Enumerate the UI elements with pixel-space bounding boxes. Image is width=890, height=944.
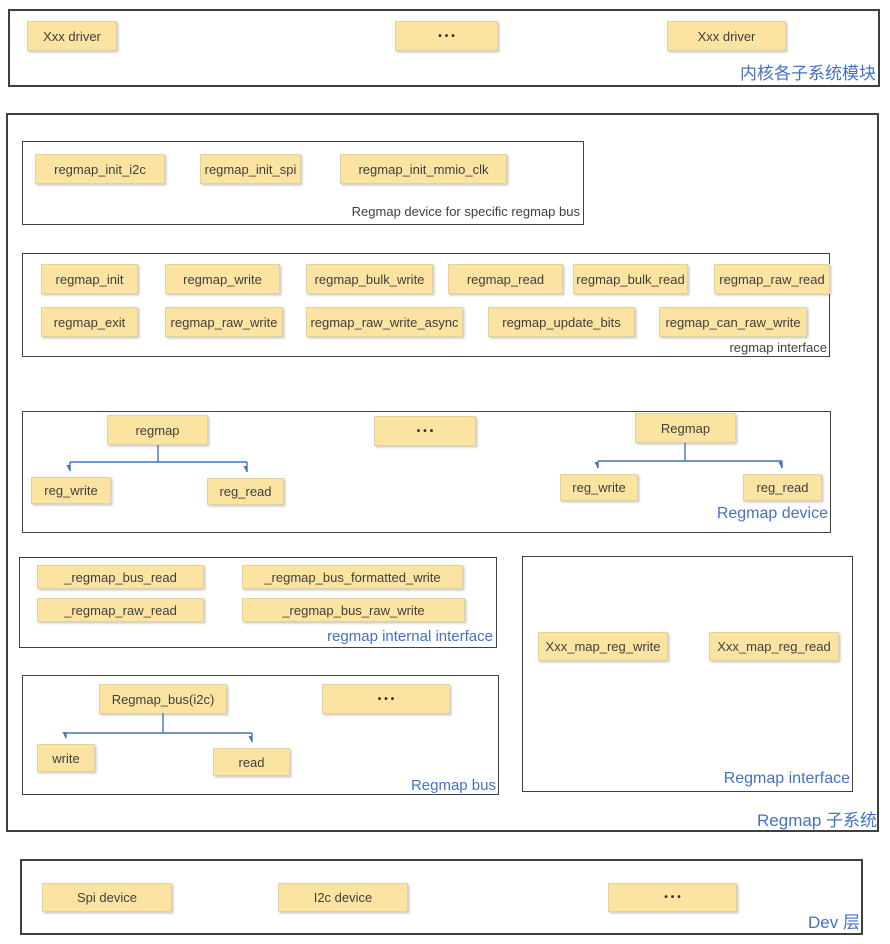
box-label: regmap_raw_write_async — [310, 314, 459, 330]
box-regmap-init-mmio-clk: regmap_init_mmio_clk — [340, 154, 507, 184]
regmap-interface2-group — [522, 556, 853, 792]
box-regmap-exit: regmap_exit — [41, 307, 138, 337]
box-spi-device: Spi device — [42, 883, 172, 912]
box-regmap-raw-read-internal: _regmap_raw_read — [37, 598, 204, 622]
box-label: regmap_read — [466, 271, 545, 287]
box-bus-write: write — [37, 744, 95, 772]
device-group-label: Regmap device — [716, 505, 828, 522]
box-reg-read-left: reg_read — [207, 478, 284, 505]
box-label: I2c device — [313, 890, 373, 905]
ellipsis-icon: ••• — [377, 693, 398, 705]
box-label: Xxx_map_reg_write — [545, 639, 661, 654]
riface-group-label: Regmap interface — [723, 770, 850, 787]
box-label: regmap_update_bits — [502, 314, 621, 330]
regmap-device-group — [22, 411, 831, 533]
box-regmap-read: regmap_read — [448, 264, 563, 294]
box-regmap-write: regmap_write — [165, 264, 280, 294]
box-label: regmap — [135, 422, 180, 438]
box-device-dots: ••• — [374, 416, 476, 446]
box-xxx-driver-right: Xxx driver — [667, 21, 786, 51]
box-dev-dots: ••• — [608, 883, 737, 912]
box-xxx-map-reg-write: Xxx_map_reg_write — [538, 632, 668, 661]
box-label: Xxx_map_reg_read — [717, 639, 831, 654]
regmap-subsystem-label: Regmap 子系统 — [757, 811, 877, 830]
interface-group-label: regmap interface — [729, 340, 827, 355]
box-regmap-raw-write-async: regmap_raw_write_async — [306, 307, 463, 337]
box-label: _regmap_bus_formatted_write — [264, 569, 441, 585]
box-bus-dots: ••• — [322, 684, 450, 714]
dev-layer-label: Dev 层 — [808, 913, 860, 932]
regmap-bus-group — [22, 675, 499, 795]
box-label: regmap_init_spi — [204, 161, 297, 177]
bus-group-label: Regmap bus — [410, 777, 496, 794]
box-reg-read-right: reg_read — [743, 474, 822, 501]
box-label: reg_write — [44, 483, 98, 498]
box-regmap-bus-i2c: Regmap_bus(i2c) — [99, 684, 227, 714]
box-regmap-root-left: regmap — [107, 415, 208, 445]
box-label: _regmap_bus_read — [64, 569, 177, 585]
box-label: regmap_bulk_write — [314, 271, 425, 287]
box-label: write — [52, 750, 80, 766]
box-xxx-map-reg-read: Xxx_map_reg_read — [709, 632, 839, 661]
box-label: Spi device — [77, 890, 137, 905]
init-group-label: Regmap device for specific regmap bus — [351, 204, 580, 219]
box-xxx-driver-left: Xxx driver — [27, 21, 117, 51]
box-label: Xxx driver — [697, 28, 756, 44]
box-label: _regmap_bus_raw_write — [282, 602, 425, 618]
internal-interface-group — [19, 557, 497, 648]
box-regmap-init-i2c: regmap_init_i2c — [35, 154, 165, 184]
ellipsis-icon: ••• — [664, 892, 684, 903]
box-regmap-init-spi: regmap_init_spi — [200, 154, 301, 184]
box-regmap-raw-read: regmap_raw_read — [714, 264, 830, 294]
box-label: regmap_can_raw_write — [665, 314, 801, 330]
dev-layer-section — [20, 859, 863, 935]
kernel-section-label: 内核各子系统模块 — [740, 64, 876, 83]
box-label: Regmap_bus(i2c) — [111, 691, 215, 707]
box-label: regmap_bulk_read — [576, 271, 685, 287]
box-label: regmap_raw_write — [170, 314, 278, 330]
box-kernel-dots: ••• — [395, 21, 498, 51]
kernel-modules-section — [8, 9, 880, 87]
box-regmap-bus-raw-write: _regmap_bus_raw_write — [242, 598, 465, 622]
box-regmap-bulk-read: regmap_bulk_read — [573, 264, 688, 294]
box-regmap-bulk-write: regmap_bulk_write — [306, 264, 433, 294]
box-label: reg_write — [572, 480, 626, 495]
regmap-interface-group — [22, 253, 830, 357]
internal-group-label: regmap internal interface — [327, 628, 493, 645]
box-label: _regmap_raw_read — [64, 602, 177, 618]
box-label: regmap_write — [183, 271, 262, 287]
box-regmap-can-raw-write: regmap_can_raw_write — [659, 307, 807, 337]
box-reg-write-left: reg_write — [31, 477, 111, 504]
box-label: regmap_exit — [53, 314, 126, 330]
box-label: regmap_init_i2c — [54, 161, 146, 177]
box-regmap-root-right: Regmap — [635, 413, 736, 443]
box-regmap-init: regmap_init — [41, 264, 138, 294]
ellipsis-icon: ••• — [438, 30, 458, 42]
box-reg-write-right: reg_write — [560, 474, 638, 501]
box-label: regmap_init_mmio_clk — [358, 161, 489, 177]
regmap-subsystem-section — [6, 113, 879, 832]
box-label: regmap_init — [55, 271, 124, 287]
box-label: reg_read — [219, 484, 272, 499]
box-regmap-update-bits: regmap_update_bits — [488, 307, 635, 337]
box-label: Xxx driver — [43, 28, 101, 44]
box-bus-read: read — [213, 748, 290, 776]
box-regmap-raw-write: regmap_raw_write — [165, 307, 283, 337]
init-functions-group — [22, 141, 584, 225]
ellipsis-icon: ••• — [416, 425, 437, 437]
box-regmap-bus-formatted-write: _regmap_bus_formatted_write — [242, 565, 463, 589]
box-label: regmap_raw_read — [719, 271, 825, 287]
box-i2c-device: I2c device — [278, 883, 408, 912]
box-label: Regmap — [660, 420, 711, 436]
box-label: reg_read — [756, 480, 809, 495]
box-regmap-bus-read: _regmap_bus_read — [37, 565, 204, 589]
box-label: read — [238, 754, 265, 770]
